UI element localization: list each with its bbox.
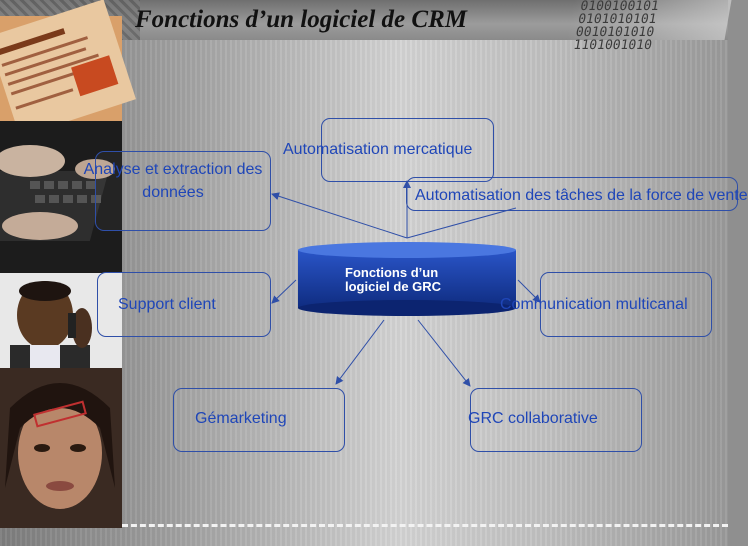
- edge-support: [271, 279, 297, 304]
- hub-label-line1: Fonctions d’un: [345, 265, 439, 280]
- node-box-taches[interactable]: [406, 177, 738, 211]
- diagram-edges: [271, 180, 541, 387]
- node-box-support[interactable]: [97, 272, 271, 337]
- edge-communication: [517, 279, 541, 303]
- edge-collaborative: [417, 319, 471, 387]
- footer-dashed-line: [122, 524, 728, 527]
- node-label-analyse: Analyse et extraction des données: [83, 161, 263, 201]
- slide-title: Fonctions d’un logiciel de CRM: [135, 6, 467, 33]
- edge-taches: [406, 207, 517, 239]
- hub-label: Fonctions d’un logiciel de GRC: [345, 266, 470, 294]
- node-label-taches: Automatisation des tâches de la force de…: [415, 187, 748, 204]
- node-label-mercatique: Automatisation mercatique: [283, 141, 473, 158]
- node-label-communication: Communication multicanal: [500, 296, 688, 313]
- node-box-communication[interactable]: [540, 272, 712, 337]
- node-box-collaborative[interactable]: [470, 388, 642, 452]
- woman-photo: [0, 368, 122, 528]
- node-box-mercatique[interactable]: [321, 118, 494, 182]
- man-phone-photo: [0, 273, 122, 368]
- node-label-collaborative: GRC collaborative: [468, 410, 598, 427]
- edge-gemarketing: [335, 319, 385, 385]
- hub-cylinder[interactable]: [296, 240, 518, 318]
- node-box-gemarketing[interactable]: [173, 388, 345, 452]
- node-label-gemarketing: Gémarketing: [195, 410, 287, 427]
- newspaper-photo: [0, 0, 136, 137]
- node-label-support: Support client: [118, 296, 216, 313]
- photo-strip: [0, 0, 136, 528]
- node-box-analyse[interactable]: [95, 151, 271, 231]
- hub-label-line2: logiciel de GRC: [345, 279, 442, 294]
- edge-analyse: [271, 192, 408, 239]
